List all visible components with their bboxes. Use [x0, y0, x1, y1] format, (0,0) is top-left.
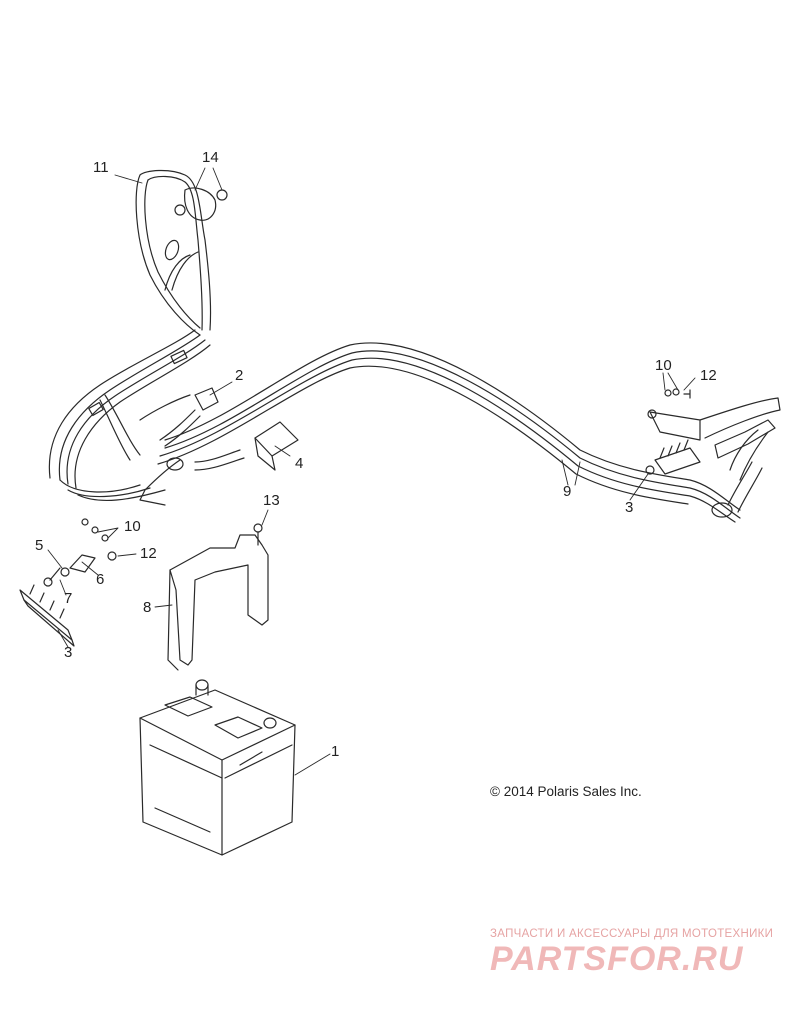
callout-11: 11 — [93, 159, 109, 176]
right-cable-assembly — [645, 388, 781, 518]
watermark-logo: PARTSFOR.RU — [490, 940, 744, 978]
callout-1: 1 — [331, 743, 340, 760]
callout-4: 4 — [295, 455, 304, 472]
callout-10-left: 10 — [124, 518, 141, 535]
callout-5: 5 — [35, 537, 44, 554]
cable-2 — [139, 387, 219, 447]
main-cable-bundle — [157, 342, 741, 523]
callout-7: 7 — [64, 590, 73, 607]
callout-3-left: 3 — [64, 644, 73, 661]
callout-10-right: 10 — [655, 357, 672, 374]
callout-8: 8 — [143, 599, 152, 616]
leader-lines — [47, 167, 696, 776]
left-harness-11 — [48, 169, 228, 502]
callout-9: 9 — [563, 483, 572, 500]
callout-12-right: 12 — [700, 367, 717, 384]
callout-13: 13 — [263, 492, 280, 509]
connector-4 — [139, 421, 299, 506]
callout-14: 14 — [202, 149, 219, 166]
terminal-block-3-left — [19, 584, 75, 647]
watermark-subtitle: ЗАПЧАСТИ И АКСЕССУАРЫ ДЛЯ МОТОТЕХНИКИ — [490, 928, 774, 940]
callout-2: 2 — [235, 367, 244, 384]
callout-6: 6 — [96, 571, 105, 588]
callout-3-right: 3 — [625, 499, 634, 516]
battery-1 — [139, 679, 296, 856]
copyright-notice: © 2014 Polaris Sales Inc. — [490, 784, 642, 799]
cable-terminal-6 — [43, 518, 117, 587]
battery-bracket-8 — [167, 523, 269, 671]
callout-12-left: 12 — [140, 545, 157, 562]
